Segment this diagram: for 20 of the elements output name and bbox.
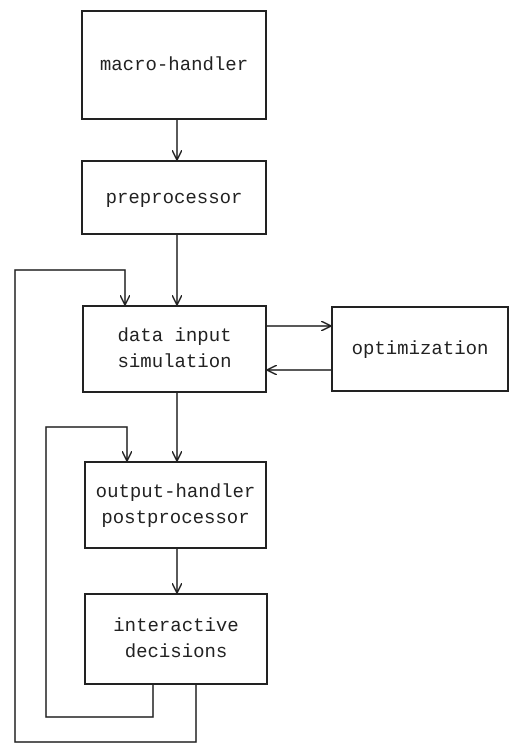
process-box (81, 160, 267, 235)
box-label: macro-handler (100, 53, 248, 78)
arrow (266, 364, 331, 376)
box-label: preprocessor (106, 186, 242, 210)
arrow (171, 235, 183, 306)
arrow (45, 426, 154, 718)
process-box (331, 306, 509, 392)
arrow (171, 393, 183, 462)
process-box (81, 10, 267, 120)
box-label: interactive decisions (112, 614, 240, 665)
arrow (171, 120, 183, 161)
box-label: optimization (352, 337, 488, 362)
arrow (14, 269, 197, 743)
process-box (84, 593, 268, 685)
box-label: output-handler postprocessor (94, 480, 256, 531)
process-box (82, 305, 267, 393)
process-box (84, 461, 267, 549)
box-label: data input simulation (116, 324, 233, 375)
arrow (171, 549, 183, 594)
arrow (267, 320, 332, 332)
